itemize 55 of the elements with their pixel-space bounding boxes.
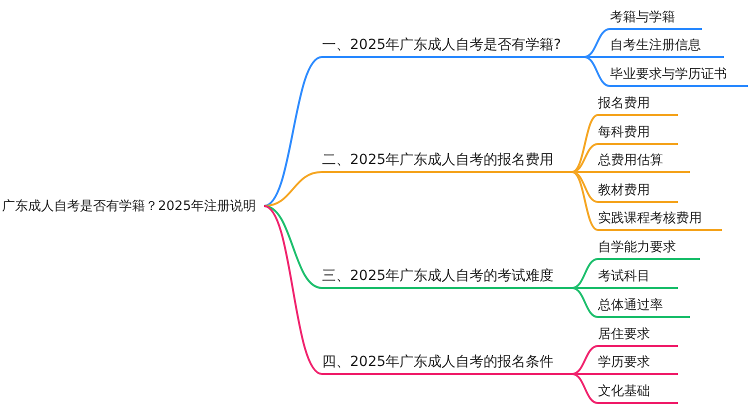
branch-connector bbox=[584, 56, 610, 58]
topic-text: 考籍与学籍 bbox=[610, 9, 676, 27]
topic-text: 居住要求 bbox=[598, 326, 651, 344]
branch-connector bbox=[572, 114, 598, 173]
branch-connector bbox=[572, 143, 598, 173]
branch-connector bbox=[264, 205, 322, 375]
branch-topic bbox=[322, 265, 572, 289]
subtopic bbox=[598, 266, 678, 289]
topic-text: 报名费用 bbox=[598, 95, 651, 113]
subtopic bbox=[610, 64, 748, 87]
branch-connector bbox=[572, 373, 598, 375]
subtopic bbox=[610, 35, 724, 58]
topic-text: 一、2025年广东成人自考是否有学籍? bbox=[322, 36, 562, 55]
branch-topic bbox=[322, 149, 572, 173]
subtopic bbox=[598, 180, 678, 203]
topic-text: 考试科目 bbox=[598, 268, 651, 286]
branch-connector bbox=[584, 28, 610, 58]
branch-connector bbox=[572, 345, 598, 375]
branch-connector bbox=[264, 205, 322, 289]
topic-text: 实践课程考核费用 bbox=[598, 210, 703, 228]
subtopic bbox=[598, 122, 678, 145]
topic-text: 四、2025年广东成人自考的报名条件 bbox=[322, 353, 555, 372]
branch-connector bbox=[572, 287, 598, 318]
branch-connector bbox=[572, 171, 598, 203]
branch-connector bbox=[572, 171, 598, 231]
topic-text: 自考生注册信息 bbox=[610, 37, 702, 55]
topic-text: 文化基础 bbox=[598, 383, 651, 401]
topic-text: 二、2025年广东成人自考的报名费用 bbox=[322, 151, 555, 170]
branch-connector bbox=[264, 56, 322, 207]
topic-text: 学历要求 bbox=[598, 354, 651, 372]
branch-connector bbox=[584, 56, 610, 87]
subtopic bbox=[598, 150, 690, 173]
subtopic bbox=[598, 295, 690, 318]
topic-text: 毕业要求与学历证书 bbox=[610, 66, 728, 84]
topic-text: 自学能力要求 bbox=[598, 239, 677, 257]
branch-connector bbox=[572, 258, 598, 289]
subtopic bbox=[598, 352, 678, 375]
branch-topic bbox=[322, 34, 584, 58]
topic-text: 广东成人自考是否有学籍？2025年注册说明 bbox=[2, 198, 258, 216]
topic-text: 每科费用 bbox=[598, 124, 651, 142]
branch-connector bbox=[572, 171, 598, 173]
subtopic bbox=[598, 381, 678, 404]
branch-topic bbox=[322, 351, 572, 375]
topic-text: 教材费用 bbox=[598, 182, 651, 200]
topic-text: 总体通过率 bbox=[598, 297, 664, 315]
topic-text: 三、2025年广东成人自考的考试难度 bbox=[322, 267, 555, 286]
topic-text: 总费用估算 bbox=[598, 152, 664, 170]
subtopic bbox=[598, 324, 678, 347]
branch-connector bbox=[572, 373, 598, 404]
subtopic bbox=[598, 237, 700, 260]
subtopic bbox=[598, 208, 722, 231]
branch-connector bbox=[572, 287, 598, 289]
branch-connector bbox=[264, 171, 322, 207]
subtopic bbox=[610, 7, 702, 30]
subtopic bbox=[598, 93, 678, 116]
